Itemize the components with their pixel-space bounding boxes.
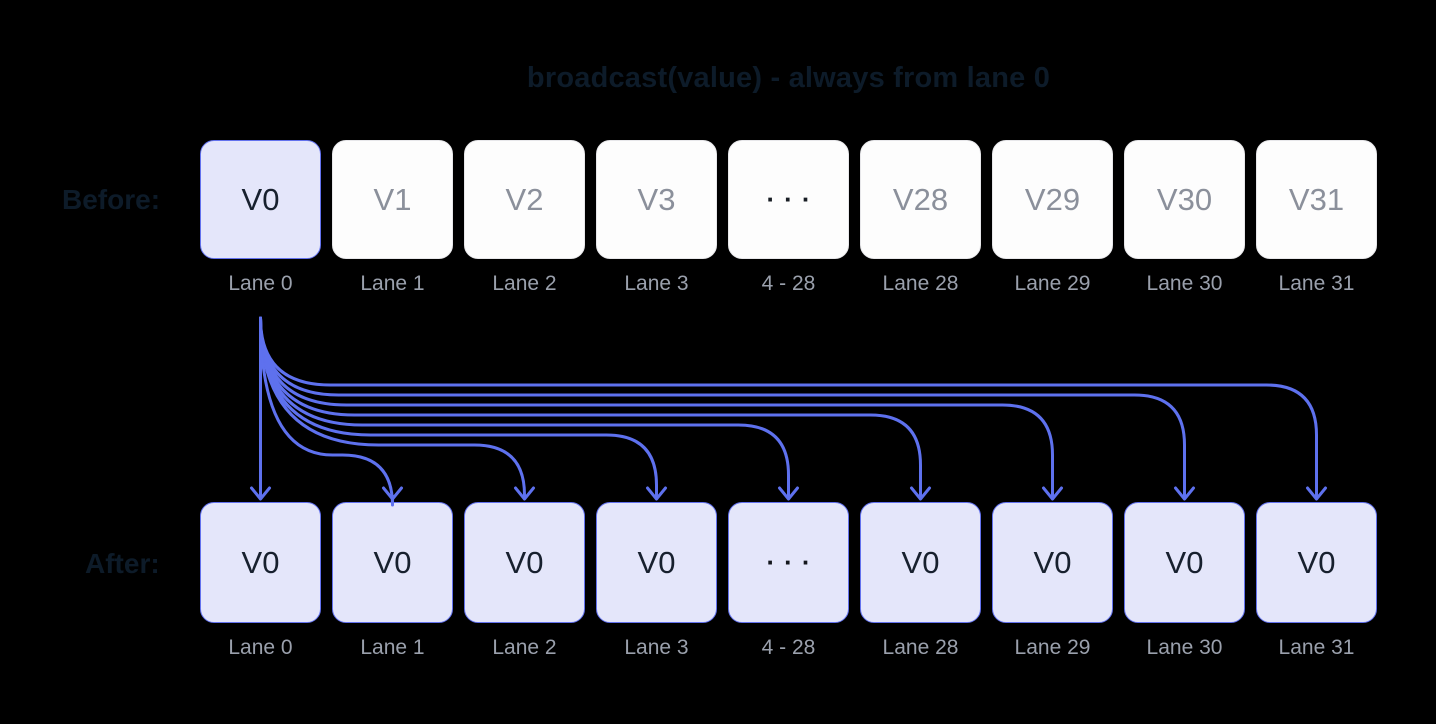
lane-label-after-3: Lane 3 (624, 636, 689, 659)
lane-label-before-3: Lane 3 (624, 272, 689, 295)
lane-box-before-2: V2 (464, 140, 585, 259)
lane-label-after-1: Lane 1 (360, 636, 425, 659)
broadcast-arrow-path (1174, 486, 1195, 501)
broadcast-arrow-path (778, 486, 799, 501)
lane-label-before-5: Lane 28 (882, 272, 959, 295)
lane-value: V0 (1297, 544, 1336, 580)
lane-box-before-4: ··· (728, 140, 849, 259)
lane-box-after-8: V0 (1256, 502, 1377, 623)
lane-box-before-7: V30 (1124, 140, 1245, 259)
lane-box-before-5: V28 (860, 140, 981, 259)
lane-box-after-4: ··· (728, 502, 849, 623)
lane-label-before-2: Lane 2 (492, 272, 557, 295)
lane-value: V0 (1033, 544, 1072, 580)
lane-label-after-6: Lane 29 (1014, 636, 1091, 659)
lane-value: V0 (637, 544, 676, 580)
lane-value: V30 (1156, 181, 1213, 217)
lane-box-before-6: V29 (992, 140, 1113, 259)
broadcast-arrow-path (259, 316, 658, 498)
broadcast-arrow-path (1306, 486, 1327, 501)
lane-value: V0 (373, 544, 412, 580)
after-row-label: After: (85, 548, 160, 579)
broadcast-arrow-path (259, 316, 1186, 498)
before-lane-row: V0 V1 V2 V3 ··· V28 V29 V30 V31 (200, 140, 1377, 259)
lane-label-after-5: Lane 28 (882, 636, 959, 659)
lane-value: V1 (373, 181, 412, 217)
lane-box-after-7: V0 (1124, 502, 1245, 623)
lane-value: V0 (1165, 544, 1204, 580)
diagram-title: broadcast(value) - always from lane 0 (526, 62, 1051, 94)
lane-label-after-7: Lane 30 (1146, 636, 1223, 659)
lane-label-before-0: Lane 0 (228, 272, 293, 295)
broadcast-arrow-path (646, 486, 667, 501)
lane-box-after-6: V0 (992, 502, 1113, 623)
broadcast-arrow-path (259, 316, 1054, 498)
before-lane-labels: Lane 0 Lane 1 Lane 2 Lane 3 4 - 28 Lane 28 Lan… (200, 272, 1377, 296)
lane-value: V0 (241, 544, 280, 580)
broadcast-arrow-path (259, 316, 526, 498)
broadcast-arrow-path (514, 486, 535, 501)
broadcast-arrow-path (259, 316, 394, 507)
lane-value: V31 (1288, 181, 1345, 217)
lane-label-before-4: 4 - 28 (761, 272, 816, 295)
lane-value: V29 (1024, 181, 1081, 217)
lane-box-before-1: V1 (332, 140, 453, 259)
lane-label-before-8: Lane 31 (1278, 272, 1355, 295)
lane-label-before-1: Lane 1 (360, 272, 425, 295)
lane-label-after-8: Lane 31 (1278, 636, 1355, 659)
after-lane-row: V0 V0 V0 V0 ··· V0 V0 V0 V0 (200, 502, 1377, 623)
lane-value: V28 (892, 181, 949, 217)
broadcast-arrow-path (382, 486, 403, 501)
lane-label-after-0: Lane 0 (228, 636, 293, 659)
lane-box-before-3: V3 (596, 140, 717, 259)
lane-value: V0 (505, 544, 544, 580)
lane-box-before-8: V31 (1256, 140, 1377, 259)
broadcast-arrow-path (250, 486, 271, 501)
lane-value: V3 (637, 181, 676, 217)
lane-value: V0 (241, 181, 280, 217)
ellipsis-dots: ··· (766, 547, 820, 577)
lane-value: V0 (901, 544, 940, 580)
broadcast-arrow-path (910, 486, 931, 501)
lane-box-after-5: V0 (860, 502, 981, 623)
after-lane-labels: Lane 0 Lane 1 Lane 2 Lane 3 4 - 28 Lane 28 Lan… (200, 636, 1377, 660)
lane-box-after-3: V0 (596, 502, 717, 623)
lane-label-after-2: Lane 2 (492, 636, 557, 659)
broadcast-arrow-path (259, 316, 922, 498)
lane-label-before-6: Lane 29 (1014, 272, 1091, 295)
lane-box-after-0: V0 (200, 502, 321, 623)
lane-box-before-0: V0 (200, 140, 321, 259)
lane-label-before-7: Lane 30 (1146, 272, 1223, 295)
broadcast-arrow-path (259, 316, 790, 498)
lane-box-after-1: V0 (332, 502, 453, 623)
broadcast-arrow-path (1042, 486, 1063, 501)
lane-box-after-2: V0 (464, 502, 585, 623)
broadcast-arrow-path (259, 316, 1318, 498)
lane-label-after-4: 4 - 28 (761, 636, 816, 659)
lane-value: V2 (505, 181, 544, 217)
ellipsis-dots: ··· (766, 184, 820, 214)
before-row-label: Before: (62, 184, 161, 215)
